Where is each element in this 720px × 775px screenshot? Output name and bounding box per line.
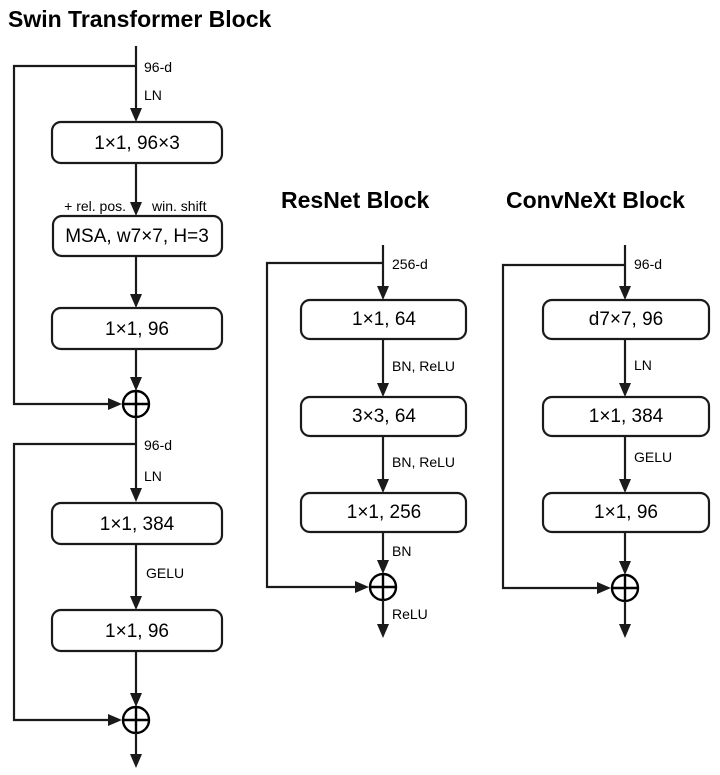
convnext-arrow-into-n3 xyxy=(619,479,631,493)
swin-output-arrow xyxy=(130,754,142,768)
swin-sum-icon-1[interactable] xyxy=(121,389,151,419)
swin-arrow-into-n4 xyxy=(130,488,142,502)
convnext-arrow-into-n1 xyxy=(619,286,631,300)
resnet-residual-path xyxy=(265,261,383,589)
resnet-arrow-into-sum xyxy=(377,560,389,574)
resnet-edge-label-bn: BN xyxy=(392,543,411,559)
swin-edge-label-win-shift: win. shift xyxy=(151,198,207,214)
convnext-output-arrow xyxy=(619,624,631,638)
swin-edge-label-ln-2: LN xyxy=(144,468,162,484)
resnet-edge-label-bn-relu-1: BN, ReLU xyxy=(392,358,455,374)
swin-node-2-label: MSA, w7×7, H=3 xyxy=(65,226,209,247)
swin-node-3-label: 1×1, 96 xyxy=(105,319,169,340)
swin-node-5-label: 1×1, 96 xyxy=(105,621,169,642)
swin-transformer-block-group: Swin Transformer Block 96-d LN 1×1, 96×3… xyxy=(8,6,272,768)
swin-arrow-into-sum2 xyxy=(130,693,142,707)
swin-residual-path-2 xyxy=(12,442,136,722)
resnet-arrow-into-n2 xyxy=(377,383,389,397)
swin-edge-label-ln-1: LN xyxy=(144,87,162,103)
swin-node-2-box[interactable] xyxy=(51,214,224,258)
resnet-residual-arrow xyxy=(355,581,369,593)
convnext-node-2-label: 1×1, 384 xyxy=(589,406,664,427)
resnet-node-3-label: 1×1, 256 xyxy=(347,502,422,523)
convnext-edge-label-gelu: GELU xyxy=(634,449,672,465)
resnet-node-1-label: 1×1, 64 xyxy=(352,309,416,330)
convnext-arrow-into-n2 xyxy=(619,383,631,397)
swin-residual-arrow-2 xyxy=(108,714,122,726)
resnet-input-dim-label: 256-d xyxy=(392,256,428,272)
convnext-block-group: ConvNeXt Block 96-d d7×7, 96 LN 1×1, 384… xyxy=(501,187,711,638)
resnet-edge-label-relu: ReLU xyxy=(392,606,428,622)
swin-block-title: Swin Transformer Block xyxy=(8,6,272,32)
convnext-residual-arrow xyxy=(597,582,611,594)
convnext-arrow-into-sum xyxy=(619,561,631,575)
convnext-block-title: ConvNeXt Block xyxy=(506,187,685,213)
swin-mid-dim-label: 96-d xyxy=(144,437,172,453)
swin-arrow-into-n2 xyxy=(130,202,142,216)
convnext-edge-label-ln: LN xyxy=(634,357,652,373)
swin-arrow-into-n5 xyxy=(130,596,142,610)
resnet-block-title: ResNet Block xyxy=(281,187,429,213)
convnext-residual-path xyxy=(501,263,625,590)
resnet-edge-label-bn-relu-2: BN, ReLU xyxy=(392,454,455,470)
convnext-node-3-label: 1×1, 96 xyxy=(594,502,658,523)
swin-edge-label-rel-pos: + rel. pos. xyxy=(64,198,126,214)
resnet-output-arrow xyxy=(377,624,389,638)
convnext-input-dim-label: 96-d xyxy=(634,256,662,272)
resnet-arrow-into-n1 xyxy=(377,286,389,300)
resnet-block-group: ResNet Block 256-d 1×1, 64 BN, ReLU 3×3,… xyxy=(265,187,468,638)
swin-edge-label-gelu: GELU xyxy=(146,565,184,581)
resnet-arrow-into-n3 xyxy=(377,479,389,493)
swin-arrow-into-sum1 xyxy=(130,377,142,391)
resnet-sum-icon[interactable] xyxy=(368,572,398,602)
swin-residual-arrow-1 xyxy=(108,398,122,410)
swin-node-1-label: 1×1, 96×3 xyxy=(94,133,180,154)
convnext-sum-icon[interactable] xyxy=(610,573,640,603)
resnet-node-2-label: 3×3, 64 xyxy=(352,406,416,427)
swin-sum-icon-2[interactable] xyxy=(121,705,151,735)
convnext-node-1-label: d7×7, 96 xyxy=(589,309,664,330)
swin-residual-path-1 xyxy=(12,64,136,406)
swin-input-dim-label: 96-d xyxy=(144,59,172,75)
swin-arrow-into-n3 xyxy=(130,294,142,308)
swin-node-4-label: 1×1, 384 xyxy=(100,514,175,535)
swin-arrow-into-n1 xyxy=(130,108,142,122)
